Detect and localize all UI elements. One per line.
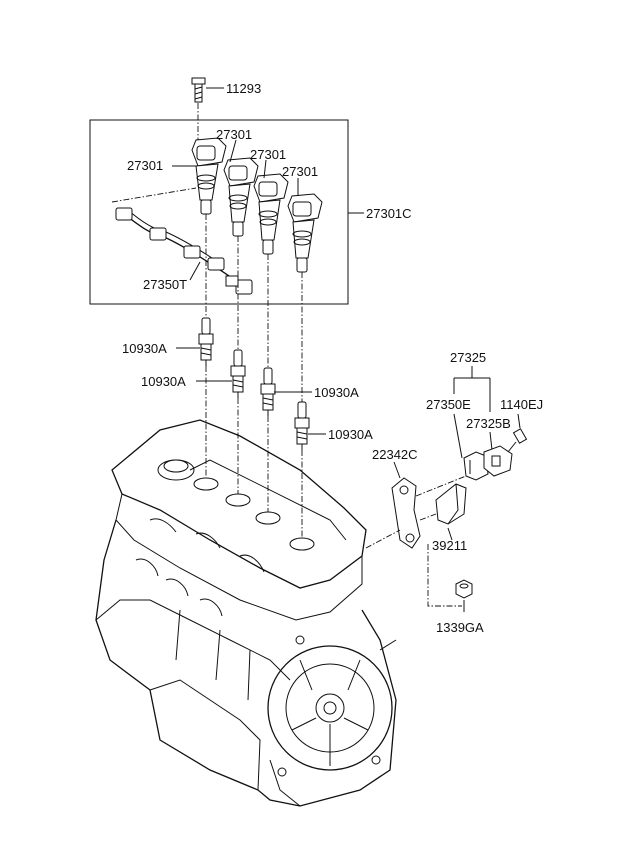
sensor-harness-connector	[463, 451, 489, 481]
label-coil-2: 27301	[216, 127, 252, 142]
ignition-coil-1	[191, 137, 227, 215]
coil-assembly-box	[89, 119, 349, 305]
wiring-harness	[111, 187, 253, 295]
label-bracket: 22342C	[372, 447, 418, 462]
label-harness: 27350T	[143, 277, 187, 292]
spark-plug-4	[294, 401, 310, 450]
label-plug-3: 10930A	[314, 385, 359, 400]
label-cover: 39211	[432, 538, 467, 553]
label-sensor-bolt: 1140EJ	[500, 397, 543, 412]
label-coil-4: 27301	[282, 164, 318, 179]
ignition-coil-2	[223, 157, 259, 237]
label-plug-1: 10930A	[122, 341, 167, 356]
spark-plug-3	[260, 367, 276, 416]
knock-sensor	[483, 445, 513, 477]
ignition-coil-4	[287, 193, 323, 273]
spark-plug-2	[230, 349, 246, 398]
bolt-11293	[191, 77, 224, 142]
sensor-bolt	[507, 428, 528, 453]
label-sensor-kit: 27325	[450, 350, 486, 365]
label-nut: 1339GA	[436, 620, 484, 635]
label-sensor: 27325B	[466, 416, 511, 431]
label-coil-3: 27301	[250, 147, 286, 162]
nut-1339ga	[455, 579, 473, 599]
label-sensor-harness: 27350E	[426, 397, 471, 412]
spark-plug-1	[198, 317, 214, 366]
ignition-coil-3	[253, 173, 289, 255]
bracket-22342c	[391, 477, 421, 549]
cover-39211	[435, 483, 467, 525]
label-coil-assembly: 27301C	[366, 206, 412, 221]
label-bolt: 11293	[226, 81, 261, 96]
engine-block	[95, 419, 397, 807]
label-plug-2: 10930A	[141, 374, 186, 389]
label-coil-1: 27301	[127, 158, 163, 173]
label-plug-4: 10930A	[328, 427, 373, 442]
